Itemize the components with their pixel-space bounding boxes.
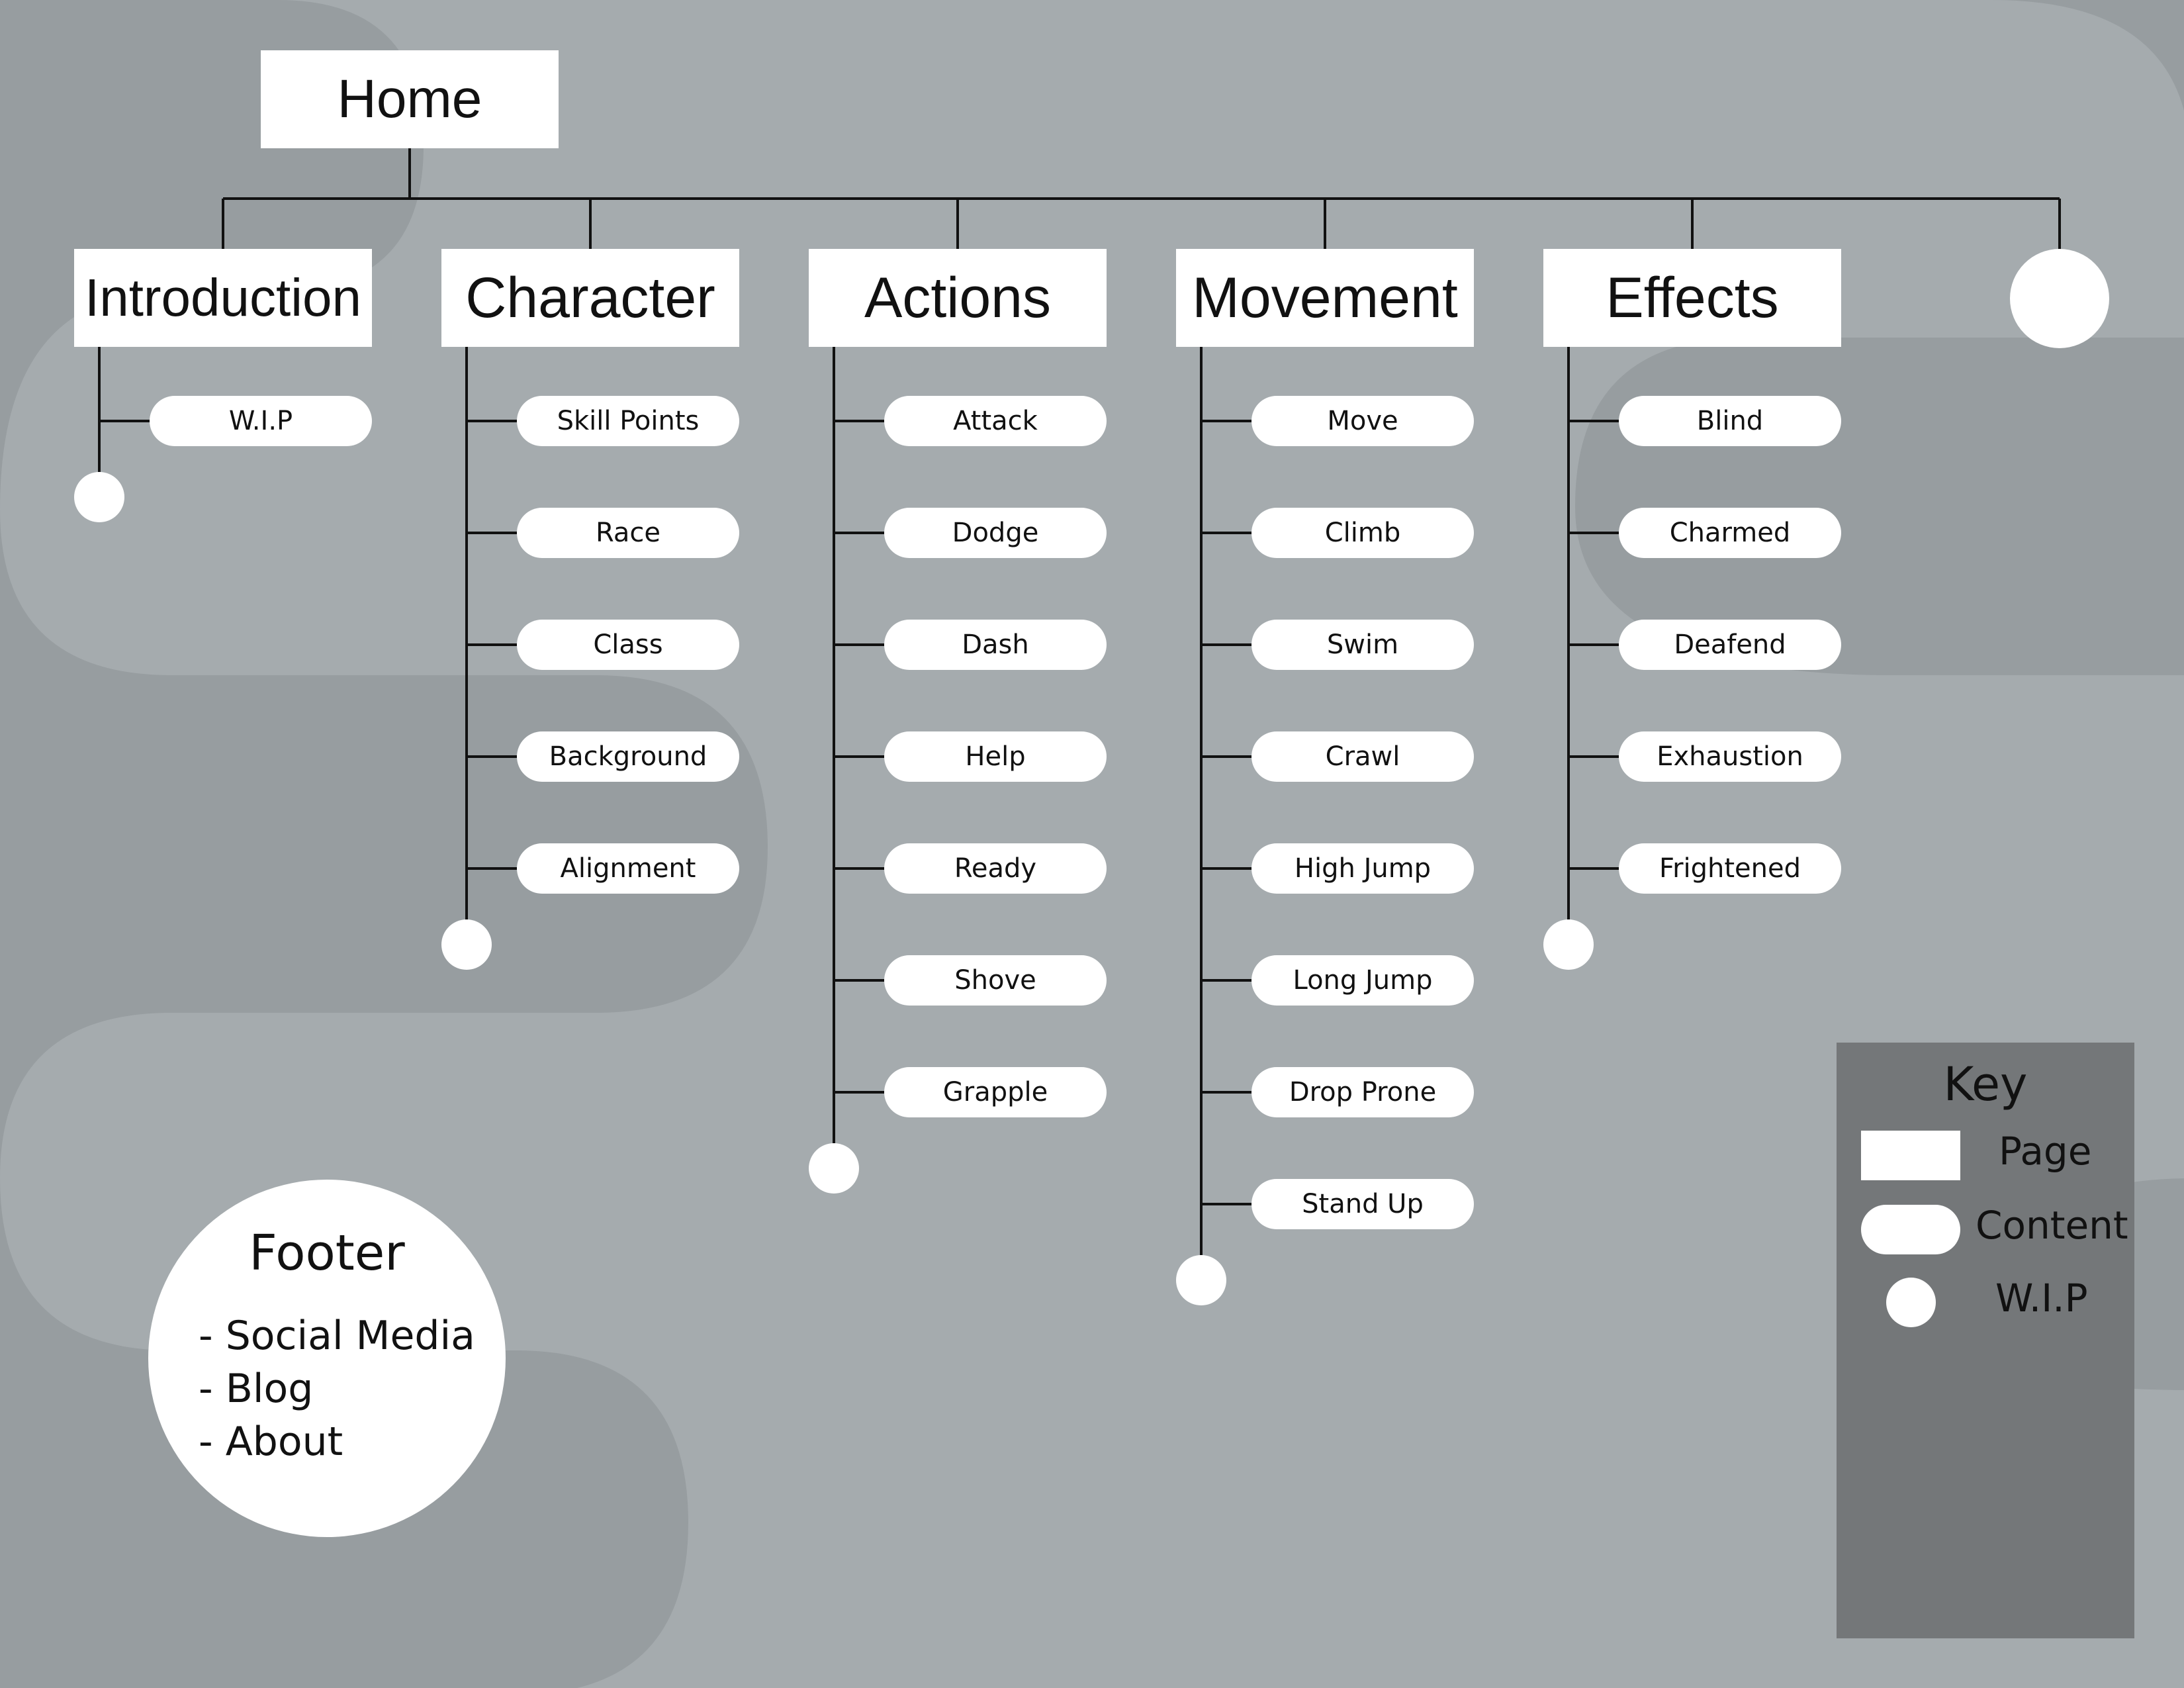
content-item-blind[interactable]: Blind bbox=[1619, 396, 1841, 446]
key-wip-swatch bbox=[1886, 1278, 1936, 1327]
footer-item-about: - About bbox=[199, 1419, 343, 1465]
page-box-actions[interactable]: Actions bbox=[809, 249, 1107, 347]
home-page-box[interactable]: Home bbox=[261, 50, 559, 148]
page-title-character: Character bbox=[465, 265, 715, 330]
key-content-swatch bbox=[1861, 1205, 1960, 1254]
content-item-stand-up[interactable]: Stand Up bbox=[1251, 1179, 1474, 1229]
footer-title: Footer bbox=[249, 1225, 405, 1282]
content-item-skill-points[interactable]: Skill Points bbox=[517, 396, 739, 446]
content-item-long-jump[interactable]: Long Jump bbox=[1251, 955, 1474, 1006]
content-item-high-jump[interactable]: High Jump bbox=[1251, 843, 1474, 894]
page-box-character[interactable]: Character bbox=[441, 249, 739, 347]
wip-page-node[interactable] bbox=[2010, 249, 2109, 348]
content-item-shove[interactable]: Shove bbox=[884, 955, 1107, 1006]
page-box-introduction[interactable]: Introduction bbox=[74, 249, 372, 347]
content-item-grapple[interactable]: Grapple bbox=[884, 1067, 1107, 1117]
page-title-effects: Effects bbox=[1606, 265, 1779, 330]
content-item-class[interactable]: Class bbox=[517, 620, 739, 670]
key-page-label: Page bbox=[1999, 1129, 2092, 1174]
content-item-help[interactable]: Help bbox=[884, 731, 1107, 782]
wip-dot-actions bbox=[809, 1143, 859, 1194]
content-item-alignment[interactable]: Alignment bbox=[517, 843, 739, 894]
content-item-race[interactable]: Race bbox=[517, 508, 739, 558]
content-item-swim[interactable]: Swim bbox=[1251, 620, 1474, 670]
content-item-attack[interactable]: Attack bbox=[884, 396, 1107, 446]
footer-item-social-media: - Social Media bbox=[199, 1313, 475, 1359]
content-item-exhaustion[interactable]: Exhaustion bbox=[1619, 731, 1841, 782]
content-item-frightened[interactable]: Frightened bbox=[1619, 843, 1841, 894]
page-box-movement[interactable]: Movement bbox=[1176, 249, 1474, 347]
home-label: Home bbox=[337, 69, 482, 129]
content-item-climb[interactable]: Climb bbox=[1251, 508, 1474, 558]
key-content-label: Content bbox=[1976, 1203, 2128, 1248]
page-title-actions: Actions bbox=[864, 265, 1052, 330]
content-item-deafend[interactable]: Deafend bbox=[1619, 620, 1841, 670]
wip-dot-effects bbox=[1543, 919, 1594, 970]
key-page-swatch bbox=[1861, 1131, 1960, 1180]
page-title-movement: Movement bbox=[1192, 265, 1458, 330]
footer-circle: Footer - Social Media - Blog - About bbox=[148, 1180, 506, 1537]
wip-dot-character bbox=[441, 919, 492, 970]
page-box-effects[interactable]: Effects bbox=[1543, 249, 1841, 347]
wip-dot-movement bbox=[1176, 1255, 1226, 1305]
content-item-background[interactable]: Background bbox=[517, 731, 739, 782]
content-item-dash[interactable]: Dash bbox=[884, 620, 1107, 670]
content-item-w-i-p[interactable]: W.I.P bbox=[150, 396, 372, 446]
page-title-introduction: Introduction bbox=[84, 268, 362, 327]
wip-dot-introduction bbox=[74, 472, 124, 522]
content-item-crawl[interactable]: Crawl bbox=[1251, 731, 1474, 782]
key-legend: Key Page Content W.I.P bbox=[1837, 1043, 2134, 1638]
content-item-move[interactable]: Move bbox=[1251, 396, 1474, 446]
content-item-charmed[interactable]: Charmed bbox=[1619, 508, 1841, 558]
content-item-drop-prone[interactable]: Drop Prone bbox=[1251, 1067, 1474, 1117]
footer-item-blog: - Blog bbox=[199, 1366, 314, 1412]
footer-list: - Social Media - Blog - About bbox=[199, 1309, 475, 1468]
key-wip-label: W.I.P bbox=[1995, 1276, 2088, 1321]
key-title: Key bbox=[1943, 1057, 2028, 1111]
content-item-dodge[interactable]: Dodge bbox=[884, 508, 1107, 558]
content-item-ready[interactable]: Ready bbox=[884, 843, 1107, 894]
